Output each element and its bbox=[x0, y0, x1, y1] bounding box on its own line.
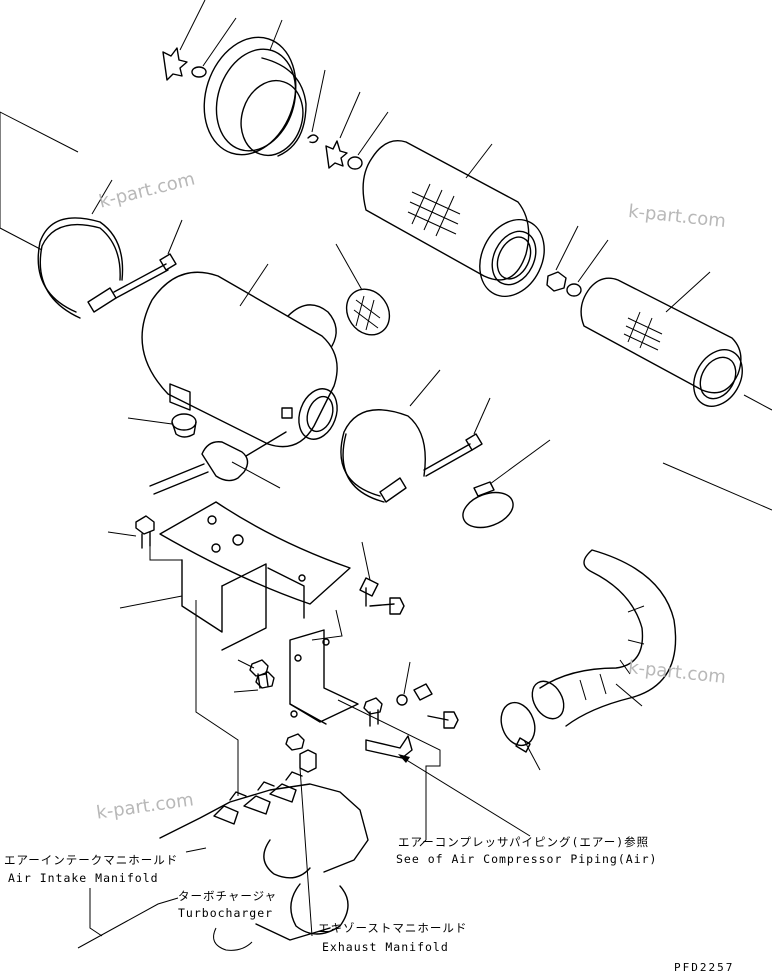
label-turbo-jp: ターボチャージャ bbox=[178, 889, 278, 903]
dust-indicator bbox=[149, 431, 287, 495]
l-bracket bbox=[365, 735, 413, 759]
spacer-lower bbox=[299, 749, 317, 773]
bolt-middle bbox=[363, 697, 383, 727]
reference-lines bbox=[149, 546, 441, 937]
air-cleaner-body bbox=[141, 263, 338, 448]
inner-filter-element bbox=[580, 271, 743, 407]
bolt-lower-right bbox=[427, 711, 459, 729]
dust-cap bbox=[335, 243, 391, 336]
label-compressor-jp: エアーコンプレッサパイピング(エアー)参照 bbox=[398, 835, 650, 849]
bolt-lower-left-2 bbox=[233, 671, 275, 693]
washer-top bbox=[191, 17, 237, 78]
clip-bracket-right bbox=[359, 541, 379, 607]
label-exhaust-jp: エキゾーストマニホールド bbox=[318, 921, 468, 935]
label-air-intake-en: Air Intake Manifold bbox=[8, 871, 159, 885]
nut-right bbox=[546, 225, 579, 292]
bolt-right-upper bbox=[369, 597, 405, 615]
nut-lower bbox=[285, 733, 305, 751]
drawing-code: PFD2257 bbox=[674, 961, 735, 974]
label-compressor-en: See of Air Compressor Piping(Air) bbox=[396, 852, 658, 866]
mounting-bracket-lower bbox=[289, 629, 359, 725]
clip-lower-right bbox=[413, 683, 433, 701]
label-air-intake-jp: エアーインテークマニホールド bbox=[4, 853, 179, 867]
band-clamp-left bbox=[37, 179, 124, 319]
clip-small bbox=[307, 69, 326, 144]
washer-mid bbox=[347, 111, 389, 170]
hose-clamp-bottom bbox=[500, 701, 541, 771]
compressor-arrow bbox=[398, 754, 531, 837]
label-exhaust-en: Exhaust Manifold bbox=[322, 940, 449, 954]
mounting-bracket-upper bbox=[119, 501, 351, 651]
wing-nut-top bbox=[162, 0, 206, 81]
long-bolt-left bbox=[113, 219, 183, 299]
end-cover bbox=[203, 19, 307, 157]
washer-lower-right bbox=[396, 661, 411, 706]
outer-filter-element bbox=[362, 140, 545, 297]
hose-clamp-top bbox=[462, 439, 551, 529]
long-bolt-middle bbox=[423, 397, 491, 477]
bolt-upper-left bbox=[107, 515, 155, 549]
engine-manifold-sketch bbox=[77, 771, 369, 951]
wing-nut-mid bbox=[325, 91, 361, 169]
label-turbo-en: Turbocharger bbox=[178, 906, 274, 920]
frame-lines bbox=[0, 111, 772, 511]
elbow-hose bbox=[531, 549, 677, 727]
washer-right bbox=[566, 239, 609, 297]
small-gasket bbox=[127, 413, 197, 438]
band-clamp-middle bbox=[340, 369, 441, 503]
